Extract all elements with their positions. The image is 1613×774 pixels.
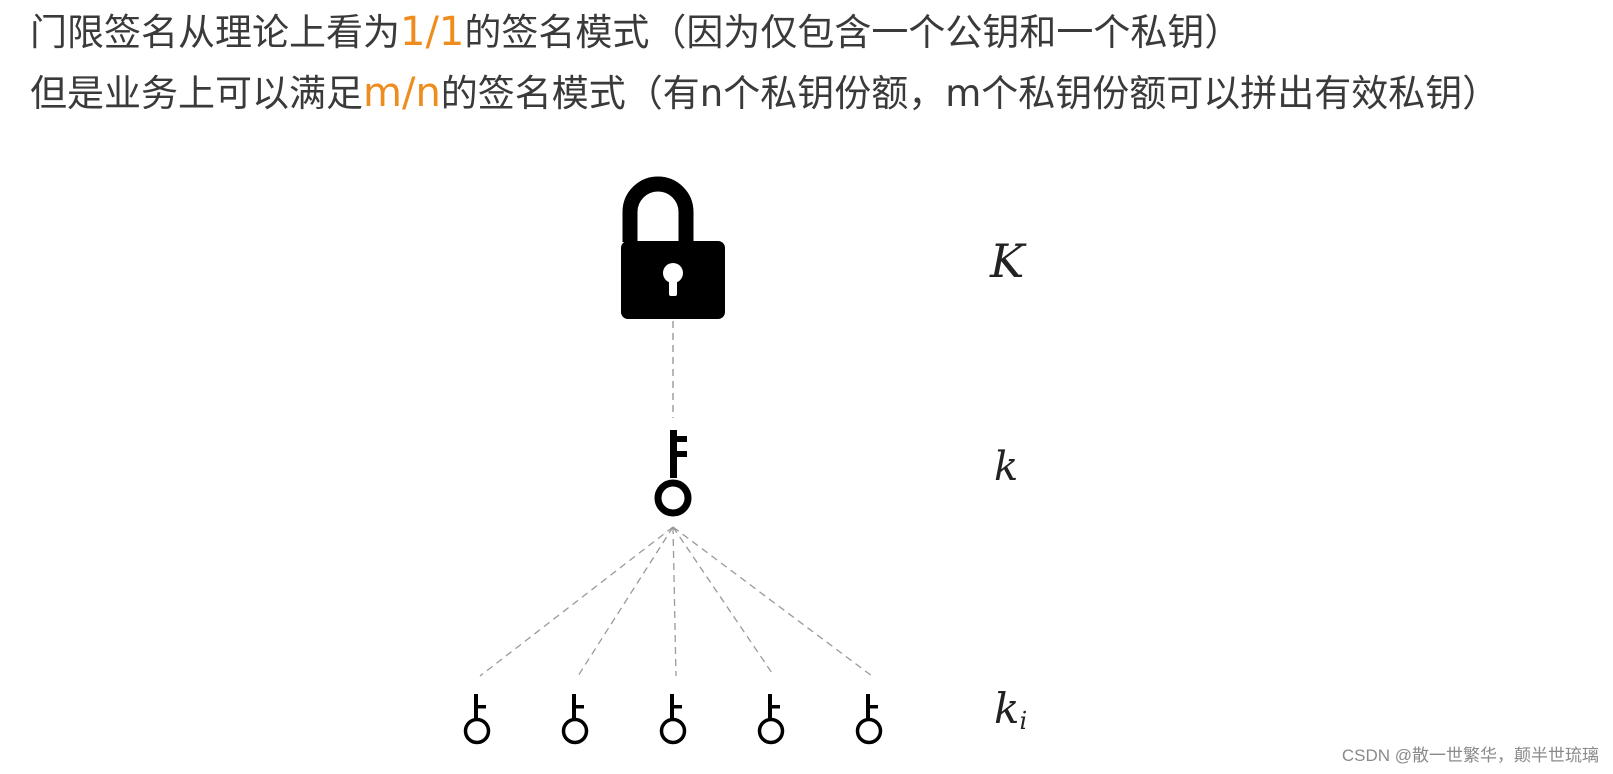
key-share-icon-2 — [561, 694, 589, 745]
key-share-icon-1 — [463, 694, 491, 745]
key-share-icon-5 — [855, 694, 883, 745]
watermark: CSDN @散一世繁华，颠半世琉璃 — [1341, 746, 1599, 765]
highlight-m-of-n: m/n — [363, 70, 441, 116]
headline-line-2: 但是业务上可以满足m/n的签名模式（有n个私钥份额，m个私钥份额可以拼出有效私钥… — [30, 73, 1499, 113]
key-share-icon-4 — [757, 694, 785, 745]
key-share-icon-3 — [659, 694, 687, 745]
key-share-label-subscript: i — [1019, 707, 1028, 735]
padlock-icon — [621, 176, 725, 319]
share-link-5 — [672, 526, 873, 677]
share-link-group — [479, 526, 873, 677]
headline-line-1-text-a: 门限签名从理论上看为 — [30, 11, 400, 54]
share-link-2 — [577, 526, 674, 677]
private-key-label: k — [994, 444, 1019, 490]
key-share-group — [463, 694, 883, 745]
key-icon — [654, 430, 692, 517]
public-key-label: K — [990, 234, 1025, 288]
headline-line-1: 门限签名从理论上看为1/1的签名模式（因为仅包含一个公钥和一个私钥） — [30, 12, 1241, 52]
headline-line-2-text-a: 但是业务上可以满足 — [30, 72, 363, 115]
headline-line-2-text-b: 的签名模式（有n个私钥份额，m个私钥份额可以拼出有效私钥） — [440, 72, 1500, 115]
headline-line-1-text-b: 的签名模式（因为仅包含一个公钥和一个私钥） — [464, 11, 1242, 54]
key-share-label-base: k — [994, 684, 1020, 733]
share-link-3 — [672, 526, 677, 677]
highlight-1-of-1: 1/1 — [400, 9, 465, 55]
share-link-4 — [672, 526, 775, 677]
share-link-1 — [479, 526, 674, 677]
key-share-label: ki — [994, 688, 1028, 735]
